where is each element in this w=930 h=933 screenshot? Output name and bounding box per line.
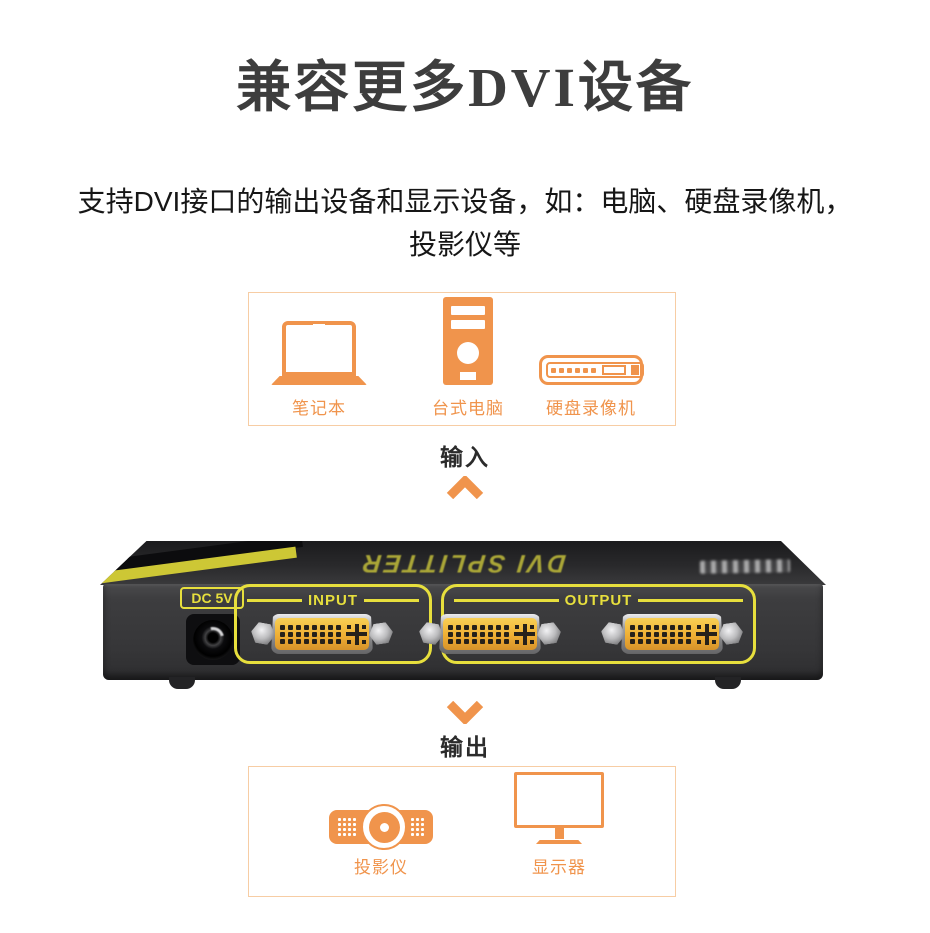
- output-devices-box: 投影仪 显示器: [248, 766, 676, 897]
- device-front-panel: DC 5V INPUT OUTPUT: [103, 584, 823, 680]
- output-item-projector: 投影仪: [306, 804, 456, 878]
- projector-icon: [329, 804, 433, 850]
- page-title: 兼容更多DVI设备: [236, 57, 694, 118]
- dvi-connector-output-2: [600, 612, 744, 656]
- subtitle-line-2: 投影仪等: [408, 229, 521, 260]
- dvi-splitter-device: DVI SPLITTER DC 5V INPUT OUTPUT: [100, 541, 826, 691]
- desktop-pc-icon: [443, 297, 493, 385]
- source-devices-box: 笔记本 台式电脑 硬盘录像机: [248, 292, 676, 426]
- output-section-label: OUTPUT: [564, 592, 633, 609]
- monitor-icon: [514, 772, 604, 844]
- desktop-pc-label: 台式电脑: [432, 399, 504, 418]
- dvr-label: 硬盘录像机: [546, 399, 636, 418]
- output-flow-label: 输出: [440, 734, 490, 760]
- dvi-connector-input: [250, 612, 394, 656]
- input-flow-label: 输入: [440, 444, 490, 470]
- dvi-connector-output-1: [418, 612, 562, 656]
- subtitle: 支持DVI接口的输出设备和显示设备，如：电脑、硬盘录像机， 投影仪等: [0, 180, 930, 266]
- input-section-label: INPUT: [308, 592, 358, 609]
- dc-power-jack: [186, 614, 240, 665]
- monitor-label: 显示器: [532, 858, 586, 877]
- output-item-monitor: 显示器: [484, 772, 634, 878]
- source-item-dvr: 硬盘录像机: [516, 355, 666, 419]
- subtitle-line-1: 支持DVI接口的输出设备和显示设备，如：电脑、硬盘录像机，: [77, 186, 853, 217]
- dvr-icon: [539, 355, 644, 385]
- input-port-section: INPUT: [234, 584, 432, 664]
- source-item-laptop: 笔记本: [244, 321, 394, 419]
- projector-label: 投影仪: [354, 858, 408, 877]
- laptop-label: 笔记本: [292, 399, 346, 418]
- chevron-down-icon: [446, 701, 484, 724]
- chevron-up-icon: [446, 476, 484, 499]
- device-foot: [715, 677, 741, 689]
- brand-logo: [699, 559, 791, 574]
- input-flow: 输入: [0, 438, 930, 499]
- device-foot: [169, 677, 195, 689]
- laptop-icon: [271, 321, 367, 385]
- output-flow: 输出: [0, 701, 930, 762]
- device-top-face: DVI SPLITTER: [100, 541, 826, 585]
- source-item-desktop: 台式电脑: [393, 297, 543, 419]
